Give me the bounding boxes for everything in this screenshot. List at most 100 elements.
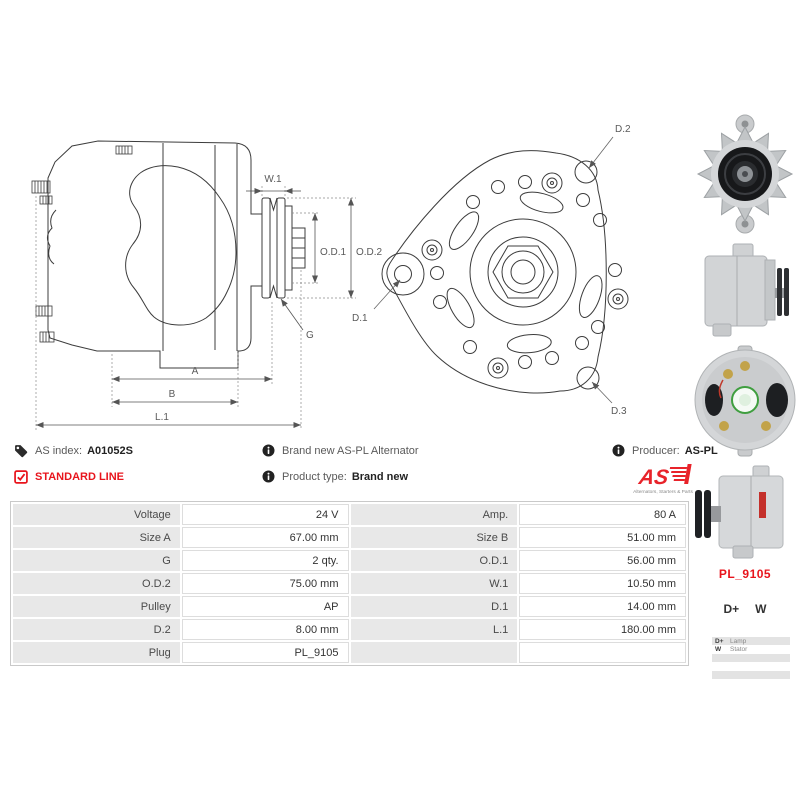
dim-label-od2: O.D.2 bbox=[356, 247, 383, 258]
pulley-profile bbox=[261, 197, 306, 299]
spec-label-cell: L.1 bbox=[350, 619, 518, 640]
spec-value-cell: 8.00 mm bbox=[181, 619, 349, 640]
dim-label-d2: D.2 bbox=[615, 124, 631, 135]
pulley-disc bbox=[777, 268, 782, 316]
standard-line-label: STANDARD LINE bbox=[35, 471, 125, 483]
logo-tagline: Alternators, Starters & Parts bbox=[633, 489, 693, 495]
spec-label-cell: W.1 bbox=[350, 573, 518, 594]
dim-label-l1: L.1 bbox=[155, 412, 169, 423]
description-row: Brand new AS-PL Alternator bbox=[262, 444, 419, 457]
table-row: O.D.2 75.00 mm W.1 10.50 mm bbox=[13, 573, 686, 594]
dim-label-w1: W.1 bbox=[264, 174, 282, 185]
terminal-value: Lamp bbox=[730, 637, 747, 645]
product-photo-side[interactable] bbox=[693, 238, 797, 342]
as-index-value: A01052S bbox=[87, 445, 133, 457]
spec-label-cell: Pulley bbox=[13, 596, 180, 617]
pulley-disc bbox=[704, 490, 711, 538]
rivets bbox=[421, 172, 629, 379]
terminal-markings: D+ W bbox=[693, 602, 797, 616]
spec-value-cell: 56.00 mm bbox=[519, 550, 686, 571]
spec-value-cell: 67.00 mm bbox=[181, 527, 349, 548]
technical-drawing: W.1 O.D.1 O.D.2 G A B L.1 bbox=[31, 124, 631, 430]
terminal-value: Stator bbox=[730, 646, 748, 654]
producer-row: Producer: AS-PL bbox=[612, 444, 718, 457]
spec-table: Voltage 24 V Amp. 80 A Size A 67.00 mm S… bbox=[10, 501, 689, 666]
spec-value-cell: 24 V bbox=[181, 504, 349, 525]
spec-label-cell: D.1 bbox=[350, 596, 518, 617]
vent-slots bbox=[446, 191, 603, 354]
as-pl-logo: AS Alternators, Starters & Parts bbox=[633, 464, 693, 495]
tag-icon bbox=[15, 445, 28, 458]
spec-value-cell: AP bbox=[181, 596, 349, 617]
spec-value-cell: 2 qty. bbox=[181, 550, 349, 571]
product-type-label: Product type: bbox=[282, 470, 347, 483]
list-item: D+ Lamp bbox=[712, 637, 790, 646]
spec-value-cell: PL_9105 bbox=[181, 642, 349, 663]
terminal-w: W bbox=[755, 602, 767, 616]
table-row: Size A 67.00 mm Size B 51.00 mm bbox=[13, 527, 686, 548]
info-icon bbox=[262, 444, 275, 457]
front-view-drawing bbox=[381, 150, 629, 394]
spec-value-cell: 180.00 mm bbox=[519, 619, 686, 640]
spec-label-cell: Size B bbox=[350, 527, 518, 548]
spec-label-cell: O.D.2 bbox=[13, 573, 180, 594]
terminal-legend-table: D+ Lamp W Stator bbox=[712, 637, 790, 679]
spec-label-cell: Voltage bbox=[13, 504, 180, 525]
dim-label-g: G bbox=[306, 330, 314, 341]
product-type-value: Brand new bbox=[351, 470, 409, 483]
pulley-disc bbox=[695, 490, 702, 538]
table-row: Pulley AP D.1 14.00 mm bbox=[13, 596, 686, 617]
list-item bbox=[712, 670, 790, 679]
as-index-row: AS index: A01052S bbox=[14, 444, 133, 458]
pulley-disc bbox=[784, 268, 789, 316]
product-photo-rear[interactable] bbox=[693, 344, 797, 458]
dim-label-a: A bbox=[192, 366, 199, 377]
dim-label-d3: D.3 bbox=[611, 406, 627, 417]
table-row: Voltage 24 V Amp. 80 A bbox=[13, 504, 686, 525]
terminal-dplus: D+ bbox=[723, 602, 740, 616]
table-row: Plug PL_9105 bbox=[13, 642, 686, 663]
info-icon bbox=[262, 470, 275, 483]
dim-label-b: B bbox=[169, 389, 176, 400]
product-photo-front[interactable] bbox=[693, 112, 797, 234]
product-type-row: Product type: Brand new bbox=[262, 470, 408, 483]
front-view-dimensions: D.2 D.1 D.3 bbox=[352, 124, 631, 417]
red-label bbox=[759, 492, 766, 518]
list-item bbox=[712, 662, 790, 670]
spec-label-cell: Amp. bbox=[350, 504, 518, 525]
producer-value: AS-PL bbox=[684, 444, 718, 457]
mounting-studs bbox=[31, 145, 133, 343]
spec-value-cell: 10.50 mm bbox=[519, 573, 686, 594]
spec-label-cell: D.2 bbox=[13, 619, 180, 640]
side-view-dimensions: W.1 O.D.1 O.D.2 G A B L.1 bbox=[35, 174, 383, 430]
spec-label-cell: O.D.1 bbox=[350, 550, 518, 571]
spec-value-cell: 75.00 mm bbox=[181, 573, 349, 594]
spec-value-cell: 80 A bbox=[519, 504, 686, 525]
terminal-key: W bbox=[715, 646, 722, 654]
spec-label-cell: Plug bbox=[13, 642, 180, 663]
as-index-label: AS index: bbox=[35, 445, 83, 457]
list-item bbox=[712, 653, 790, 663]
info-icon bbox=[612, 444, 625, 457]
logo-as-text: AS bbox=[636, 466, 670, 489]
spec-label-cell: G bbox=[13, 550, 180, 571]
spec-label-cell bbox=[350, 642, 518, 663]
plug-code: PL_9105 bbox=[718, 567, 772, 581]
standard-line-row: STANDARD LINE bbox=[14, 470, 124, 484]
terminal-key: D+ bbox=[715, 637, 724, 645]
spec-value-cell: 14.00 mm bbox=[519, 596, 686, 617]
product-photo-side-pulley[interactable] bbox=[693, 462, 797, 562]
spec-label-cell: Size A bbox=[13, 527, 180, 548]
spec-value-cell: 51.00 mm bbox=[519, 527, 686, 548]
producer-label: Producer: bbox=[632, 444, 680, 457]
table-row: G 2 qty. O.D.1 56.00 mm bbox=[13, 550, 686, 571]
dim-label-od1: O.D.1 bbox=[320, 247, 347, 258]
checked-checkbox-icon bbox=[14, 470, 28, 484]
list-item: W Stator bbox=[712, 645, 790, 653]
spec-value-cell bbox=[519, 642, 686, 663]
bolt-holes bbox=[430, 175, 622, 369]
description-text: Brand new AS-PL Alternator bbox=[282, 444, 419, 457]
table-row: D.2 8.00 mm L.1 180.00 mm bbox=[13, 619, 686, 640]
dim-label-d1: D.1 bbox=[352, 313, 368, 324]
